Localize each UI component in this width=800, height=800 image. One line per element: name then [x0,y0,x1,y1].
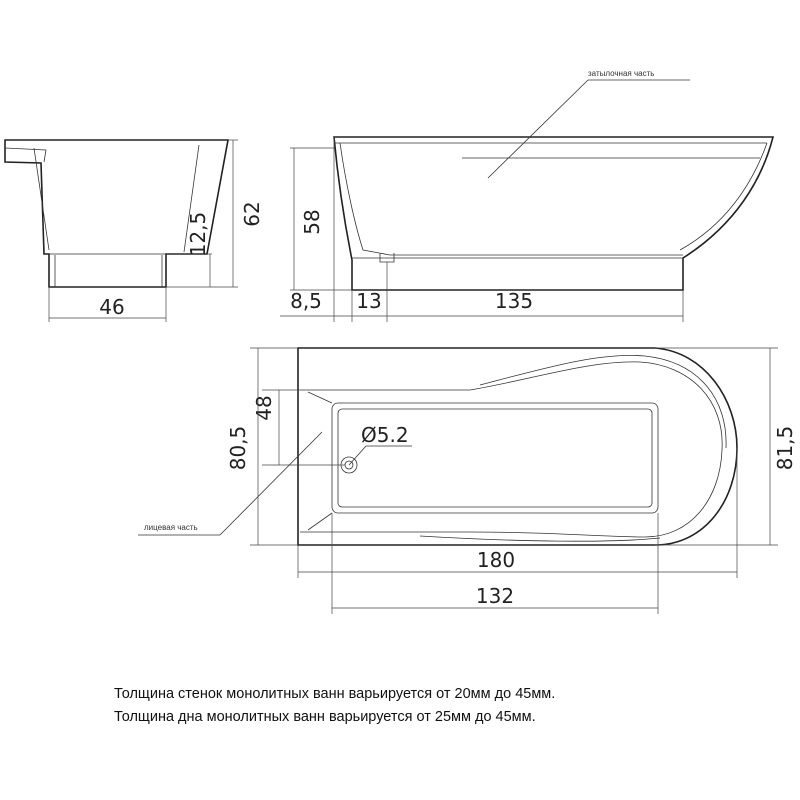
side-view-inner-wall [33,147,50,251]
dim-132-label: 132 [476,584,514,608]
dim-46-label: 46 [99,295,124,319]
top-view-inner-ridge [479,355,727,449]
wall-thickness-note: Толщина стенок монолитных ванн варьирует… [114,686,556,702]
drain-diameter-label: Ø5.2 [361,423,409,447]
side-view: 46 62 12,5 [4,139,264,322]
dim-13-label: 13 [356,289,381,313]
front-part-leader [219,431,323,536]
front-view-tub-body [333,136,775,291]
bottom-thickness-note: Толщина дна монолитных ванн варьируется … [114,709,536,725]
top-view: Ø5.2 48 80,5 81,5 лицевая часть 180 132 [138,347,797,614]
top-view-corner-left [307,391,333,531]
dim-8-5-label: 8,5 [290,289,322,313]
dim-48-label: 48 [252,395,276,420]
top-view-inner-rim [300,361,723,538]
top-view-inner-ridge-bottom [419,535,661,542]
top-view-basin-inner [337,408,653,508]
front-view-inner-right [679,142,768,251]
dim-81-5-label: 81,5 [773,426,797,471]
dim-135-label: 135 [495,289,533,313]
dim-80-5-label: 80,5 [226,426,250,471]
side-view-rim [4,147,47,163]
front-part-label: лицевая часть [144,523,198,532]
back-part-label: затылочная часть [588,69,654,78]
back-part-leader [487,79,589,179]
dim-58-label: 58 [300,209,324,234]
front-view-inner-left [339,142,683,256]
dim-180-label: 180 [477,548,515,572]
top-view-basin [331,402,659,514]
front-view: затылочная часть 58 8,5 13 135 [280,69,775,322]
dim-12-5-label: 12,5 [186,212,210,257]
side-view-inner-wall-right [183,144,200,253]
side-view-tub-body [4,139,229,288]
notes-block: Толщина стенок монолитных ванн варьирует… [114,683,555,729]
dim-62-label: 62 [240,201,264,226]
drain-leader [348,445,367,466]
